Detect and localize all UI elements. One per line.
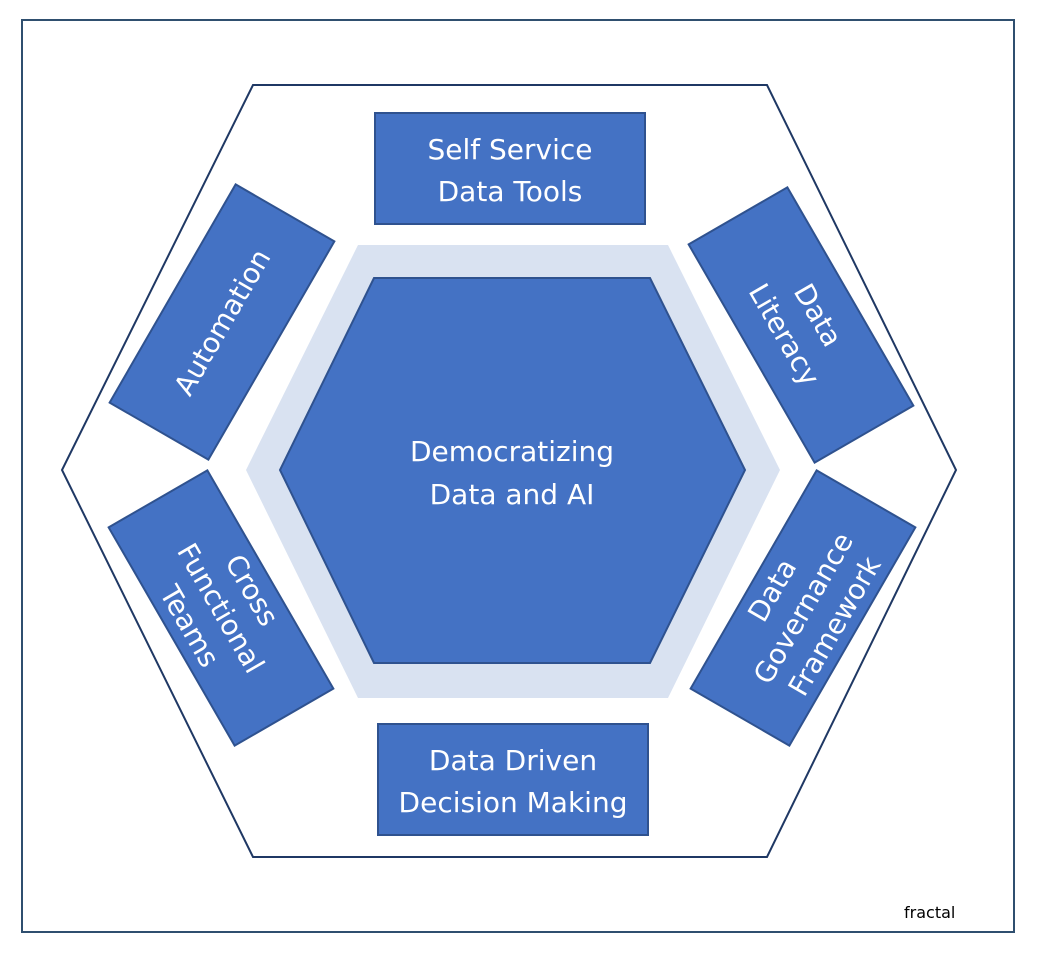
pillar-top-line2: Data Tools [438, 175, 583, 208]
pillar-bottom-line1: Data Driven [429, 744, 597, 777]
pillar-cross-functional-teams: Cross Functional Teams [107, 469, 335, 747]
credit-text: fractal [904, 903, 956, 922]
pillar-self-service-data-tools: Self Service Data Tools [374, 112, 646, 225]
pillar-data-driven-decision-making: Data Driven Decision Making [377, 723, 649, 836]
diagram-frame [21, 19, 1015, 933]
center-label-line1: Democratizing [410, 435, 614, 468]
pillar-data-literacy: Data Literacy [687, 186, 915, 464]
center-label-line2: Data and AI [430, 478, 595, 511]
pillar-bottom-line2: Decision Making [399, 786, 628, 819]
center-hexagon [278, 277, 747, 664]
pillar-top-line1: Self Service [427, 133, 592, 166]
